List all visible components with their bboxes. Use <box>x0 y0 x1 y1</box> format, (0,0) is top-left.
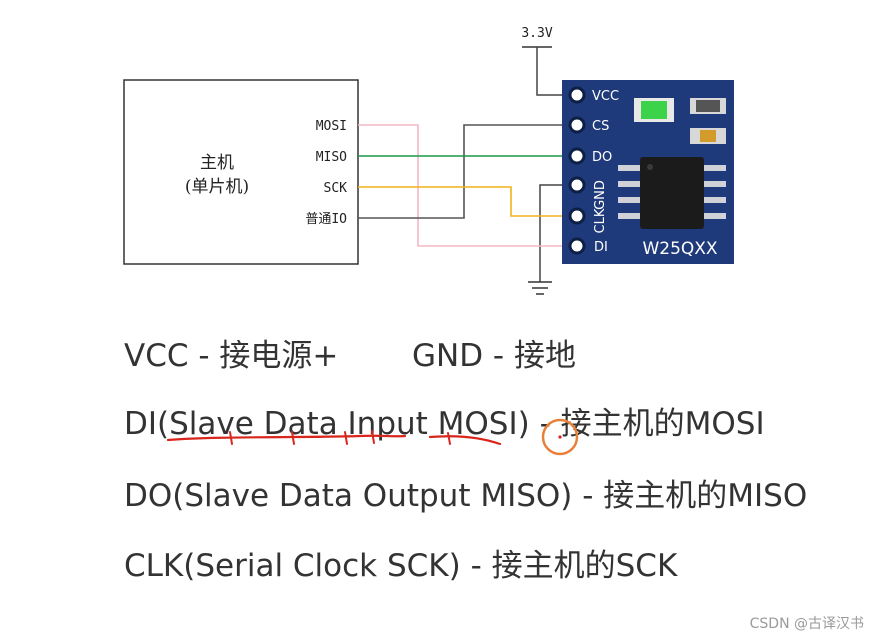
host-pin-miso: MISO <box>316 150 347 165</box>
wire-sck-clk <box>358 186 577 217</box>
pin-label-cs: CS <box>592 119 609 134</box>
wire-gpio-cs <box>358 124 577 219</box>
pin-label-clk: CLK <box>593 208 608 233</box>
note-gnd: GND - 接地 <box>412 338 576 374</box>
pin-do <box>568 147 586 165</box>
note-di: DI(Slave Data Input MOSI) - 接主机的MOSI <box>124 406 765 442</box>
host-subtitle: (单片机) <box>185 177 249 197</box>
wire-mosi-di <box>358 124 577 247</box>
pin-label-do: DO <box>592 150 612 165</box>
host-title: 主机 <box>200 153 234 173</box>
pin-label-vcc: VCC <box>592 89 619 104</box>
spi-wiring-diagram: 主机 (单片机) MOSI MISO SCK 普通IO 3.3V VCC CS … <box>123 26 734 295</box>
watermark: CSDN @古译汉书 <box>749 616 864 632</box>
pin-gnd <box>568 176 586 194</box>
host-pin-gpio: 普通IO <box>305 212 347 227</box>
host-pin-mosi: MOSI <box>316 119 347 134</box>
flash-chip-legs <box>618 165 726 219</box>
pin-label-di: DI <box>594 240 608 255</box>
flash-chip-dot <box>647 164 653 170</box>
pin-clk <box>568 207 586 225</box>
pin-label-gnd: GND <box>593 180 608 210</box>
flash-chip <box>640 157 704 229</box>
note-clk: CLK(Serial Clock SCK) - 接主机的SCK <box>124 548 678 584</box>
host-mcu-box <box>123 79 359 265</box>
module-name: W25QXX <box>642 239 717 259</box>
resistor-1-body <box>696 100 720 112</box>
note-vcc: VCC - 接电源+ <box>124 338 339 374</box>
host-pin-sck: SCK <box>324 181 348 196</box>
capacitor-1-body <box>700 130 716 142</box>
power-label: 3.3V <box>521 26 552 41</box>
note-do: DO(Slave Data Output MISO) - 接主机的MISO <box>124 478 808 514</box>
pin-cs <box>568 116 586 134</box>
pin-di <box>568 237 586 255</box>
ground-icon <box>528 281 552 295</box>
pin-vcc <box>568 86 586 104</box>
module-pins <box>568 86 586 255</box>
power-led-light <box>641 101 667 119</box>
